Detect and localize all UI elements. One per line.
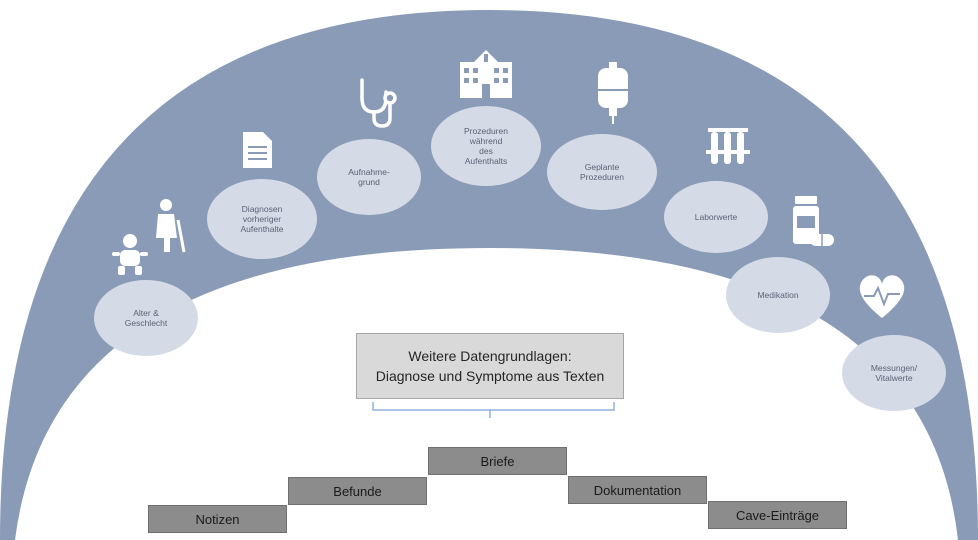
stethoscope-icon (360, 78, 397, 128)
step-befunde: Befunde (288, 477, 427, 505)
document-icon (243, 132, 272, 168)
category-ellipse-labor (664, 181, 768, 253)
hospital-icon (460, 50, 512, 98)
baby-and-elderly-person-icon (112, 199, 186, 275)
category-ellipse-aufnahme (317, 139, 421, 215)
callout-bracket (372, 402, 615, 418)
category-ellipse-prozeduren (431, 106, 541, 186)
category-ellipse-diagnosen (207, 179, 317, 259)
step-briefe: Briefe (428, 447, 567, 475)
step-notizen: Notizen (148, 505, 287, 533)
step-dokumentation: Dokumentation (568, 476, 707, 504)
category-ellipse-alter (94, 280, 198, 356)
further-data-callout: Weitere Datengrundlagen: Diagnose und Sy… (356, 333, 624, 399)
callout-line-1: Weitere Datengrundlagen: (408, 348, 572, 364)
step-cave-eintraege: Cave-Einträge (708, 501, 847, 529)
category-ellipse-messungen (842, 335, 946, 411)
category-ellipse-medikation (726, 257, 830, 333)
heart-pulse-icon (859, 275, 905, 318)
medication-icon (793, 196, 834, 246)
category-ellipse-geplante (547, 134, 657, 210)
callout-line-2: Diagnose und Symptome aus Texten (375, 368, 605, 384)
iv-bag-icon (598, 62, 628, 124)
test-tubes-icon (706, 128, 750, 164)
